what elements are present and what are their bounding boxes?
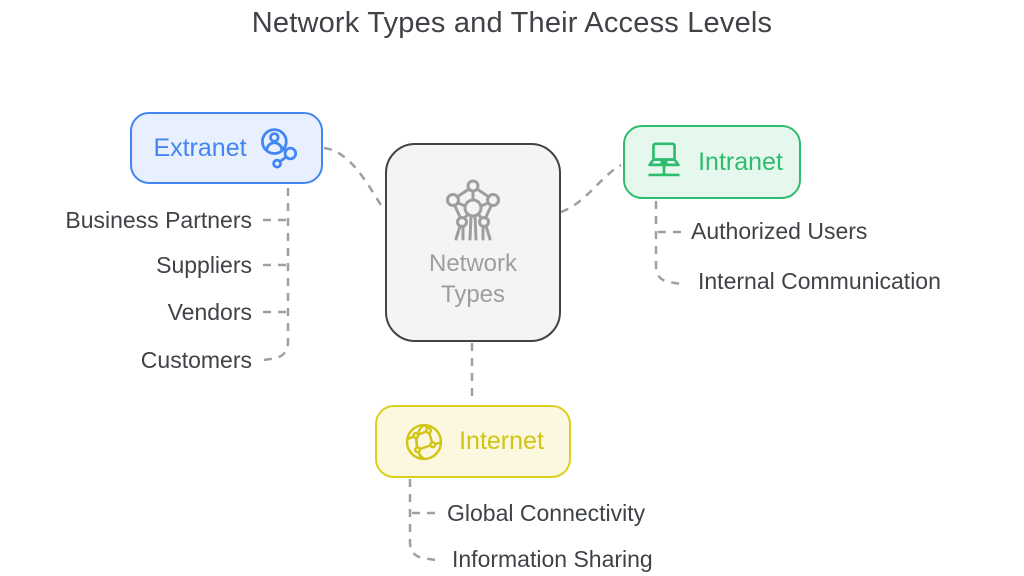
list-item-vendors: Vendors [167, 299, 252, 325]
list-item-authorized-users: Authorized Users [691, 218, 868, 244]
user-share-icon [256, 126, 300, 170]
extranet-label: Extranet [153, 133, 247, 162]
list-item-global-connectivity: Global Connectivity [447, 500, 646, 526]
internet-label: Internet [459, 427, 544, 455]
intranet-label: Intranet [698, 147, 783, 176]
node-internet: Internet [375, 405, 571, 478]
globe-network-icon [402, 420, 446, 464]
edge-center-intranet [560, 163, 622, 214]
list-item-suppliers: Suppliers [156, 252, 252, 278]
network-nodes-icon [437, 175, 509, 247]
page-title: Network Types and Their Access Levels [251, 7, 773, 39]
center-node-label: Network Types [428, 249, 518, 308]
list-item-internal-communication: Internal Communication [698, 268, 941, 294]
node-extranet: Extranet [130, 112, 323, 184]
laptop-network-icon [641, 139, 687, 185]
edge-internet-items-trunk [408, 479, 437, 562]
list-item-customers: Customers [140, 347, 252, 373]
edge-extranet-center [323, 146, 386, 211]
edge-intranet-items-trunk [654, 201, 683, 286]
list-item-business-partners: Business Partners [65, 207, 252, 233]
node-intranet: Intranet [623, 125, 801, 199]
edge-extranet-items-trunk [263, 188, 290, 362]
list-item-information-sharing: Information Sharing [452, 546, 653, 572]
node-network-types: Network Types [385, 143, 561, 342]
